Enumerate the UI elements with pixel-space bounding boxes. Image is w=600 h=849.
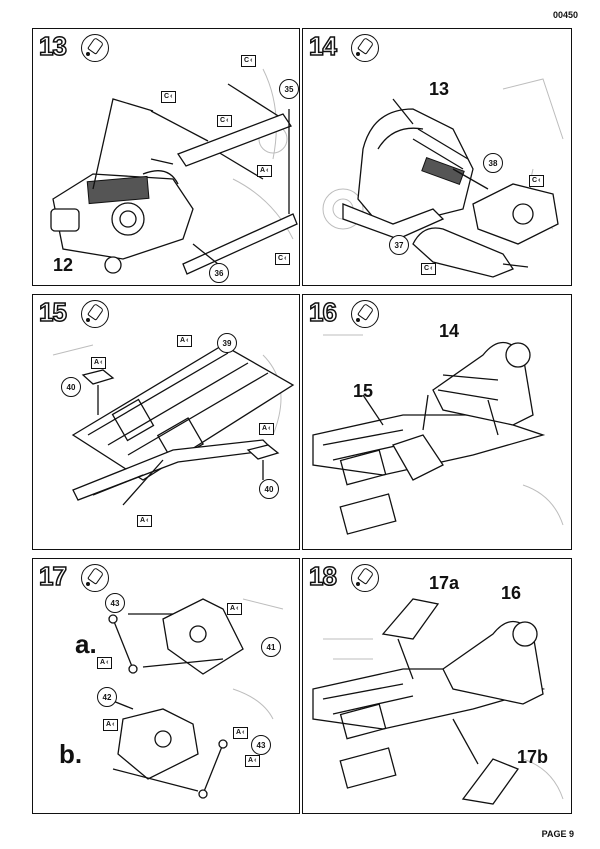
part-callout: 40 bbox=[61, 377, 81, 397]
step-number: 17 bbox=[38, 561, 67, 591]
axle-part-37 bbox=[412, 227, 514, 278]
glue-tube-icon bbox=[351, 300, 379, 328]
glue-tag: C bbox=[275, 253, 291, 265]
step-16-panel: 16 14 15 bbox=[302, 294, 572, 550]
part-label: 15 bbox=[353, 381, 374, 401]
glue-tag: A bbox=[257, 165, 273, 177]
part-label: 12 bbox=[53, 255, 74, 275]
glue-tube-icon bbox=[351, 34, 379, 62]
glue-tag: C bbox=[161, 91, 177, 103]
housing-part-13 bbox=[357, 108, 474, 230]
glue-tube-icon bbox=[81, 300, 109, 328]
step-15-panel: 15 39 40 40 A A A A bbox=[32, 294, 300, 550]
part-label: 17a bbox=[429, 573, 460, 593]
glue-tag: C bbox=[421, 263, 437, 275]
suspension-part-17b bbox=[461, 758, 520, 805]
part-callout: 38 bbox=[483, 153, 503, 173]
glue-tag: A bbox=[233, 727, 249, 739]
subassembly-label-a: a. bbox=[75, 629, 97, 659]
glue-tag: A bbox=[91, 357, 107, 369]
rod-upper bbox=[227, 83, 284, 120]
part-label: 16 bbox=[501, 583, 522, 603]
step-16-illustration bbox=[312, 334, 564, 535]
suspension-part-17a bbox=[381, 598, 440, 640]
part-callout: 42 bbox=[97, 687, 117, 707]
part-callout: 43 bbox=[105, 593, 125, 613]
shock-part-43 bbox=[202, 743, 224, 795]
bracket-part-40 bbox=[246, 444, 280, 460]
step-18-panel: 18 17a 16 17b bbox=[302, 558, 572, 814]
step-13-illustration bbox=[50, 68, 298, 275]
step-number: 16 bbox=[308, 297, 337, 327]
glue-tag: A bbox=[97, 657, 113, 669]
glue-tag: C bbox=[217, 115, 233, 127]
glue-tube-icon bbox=[81, 34, 109, 62]
glue-tube-icon bbox=[81, 564, 109, 592]
page-number: PAGE 9 bbox=[541, 829, 574, 839]
part-callout: 36 bbox=[209, 263, 229, 283]
document-code: 00450 bbox=[552, 10, 578, 20]
glue-tag: A bbox=[103, 719, 119, 731]
subassembly-label-b: b. bbox=[59, 739, 83, 769]
part-label: 13 bbox=[429, 79, 450, 99]
rail-part-36 bbox=[182, 213, 298, 275]
glue-tag: A bbox=[245, 755, 261, 767]
part-label: 17b bbox=[517, 747, 549, 767]
glue-tag: A bbox=[227, 603, 243, 615]
part-callout: 37 bbox=[389, 235, 409, 255]
glue-tag: C bbox=[529, 175, 545, 187]
part-label: 14 bbox=[439, 321, 460, 341]
glue-tag: A bbox=[177, 335, 193, 347]
step-17-illustration bbox=[107, 598, 284, 799]
step-14-panel: 14 13 38 37 C C bbox=[302, 28, 572, 286]
glue-tag: A bbox=[259, 423, 275, 435]
glue-tag: C bbox=[241, 55, 257, 67]
part-callout: 40 bbox=[259, 479, 279, 499]
part-callout: 35 bbox=[279, 79, 299, 99]
housing-part-14 bbox=[432, 341, 534, 426]
tube-part-35 bbox=[177, 113, 292, 167]
part-callout: 43 bbox=[251, 735, 271, 755]
part-callout: 39 bbox=[217, 333, 237, 353]
glue-tag: A bbox=[137, 515, 153, 527]
floor-pan-part-39 bbox=[71, 344, 295, 481]
step-number: 15 bbox=[38, 297, 67, 327]
part-callout: 41 bbox=[261, 637, 281, 657]
step-14-illustration bbox=[322, 78, 564, 278]
glue-tube-icon bbox=[351, 564, 379, 592]
step-number: 18 bbox=[308, 561, 337, 591]
step-number: 13 bbox=[38, 31, 67, 61]
bracket-part-40 bbox=[81, 369, 115, 385]
shock-part-43 bbox=[112, 618, 134, 670]
step-number: 14 bbox=[308, 31, 337, 61]
step-13-panel: 13 12 35 36 C C C A C bbox=[32, 28, 300, 286]
step-18-illustration bbox=[312, 598, 564, 805]
step-15-illustration bbox=[52, 344, 295, 506]
step-17-panel: 17 a. b. 43 41 42 43 A A A A A bbox=[32, 558, 300, 814]
